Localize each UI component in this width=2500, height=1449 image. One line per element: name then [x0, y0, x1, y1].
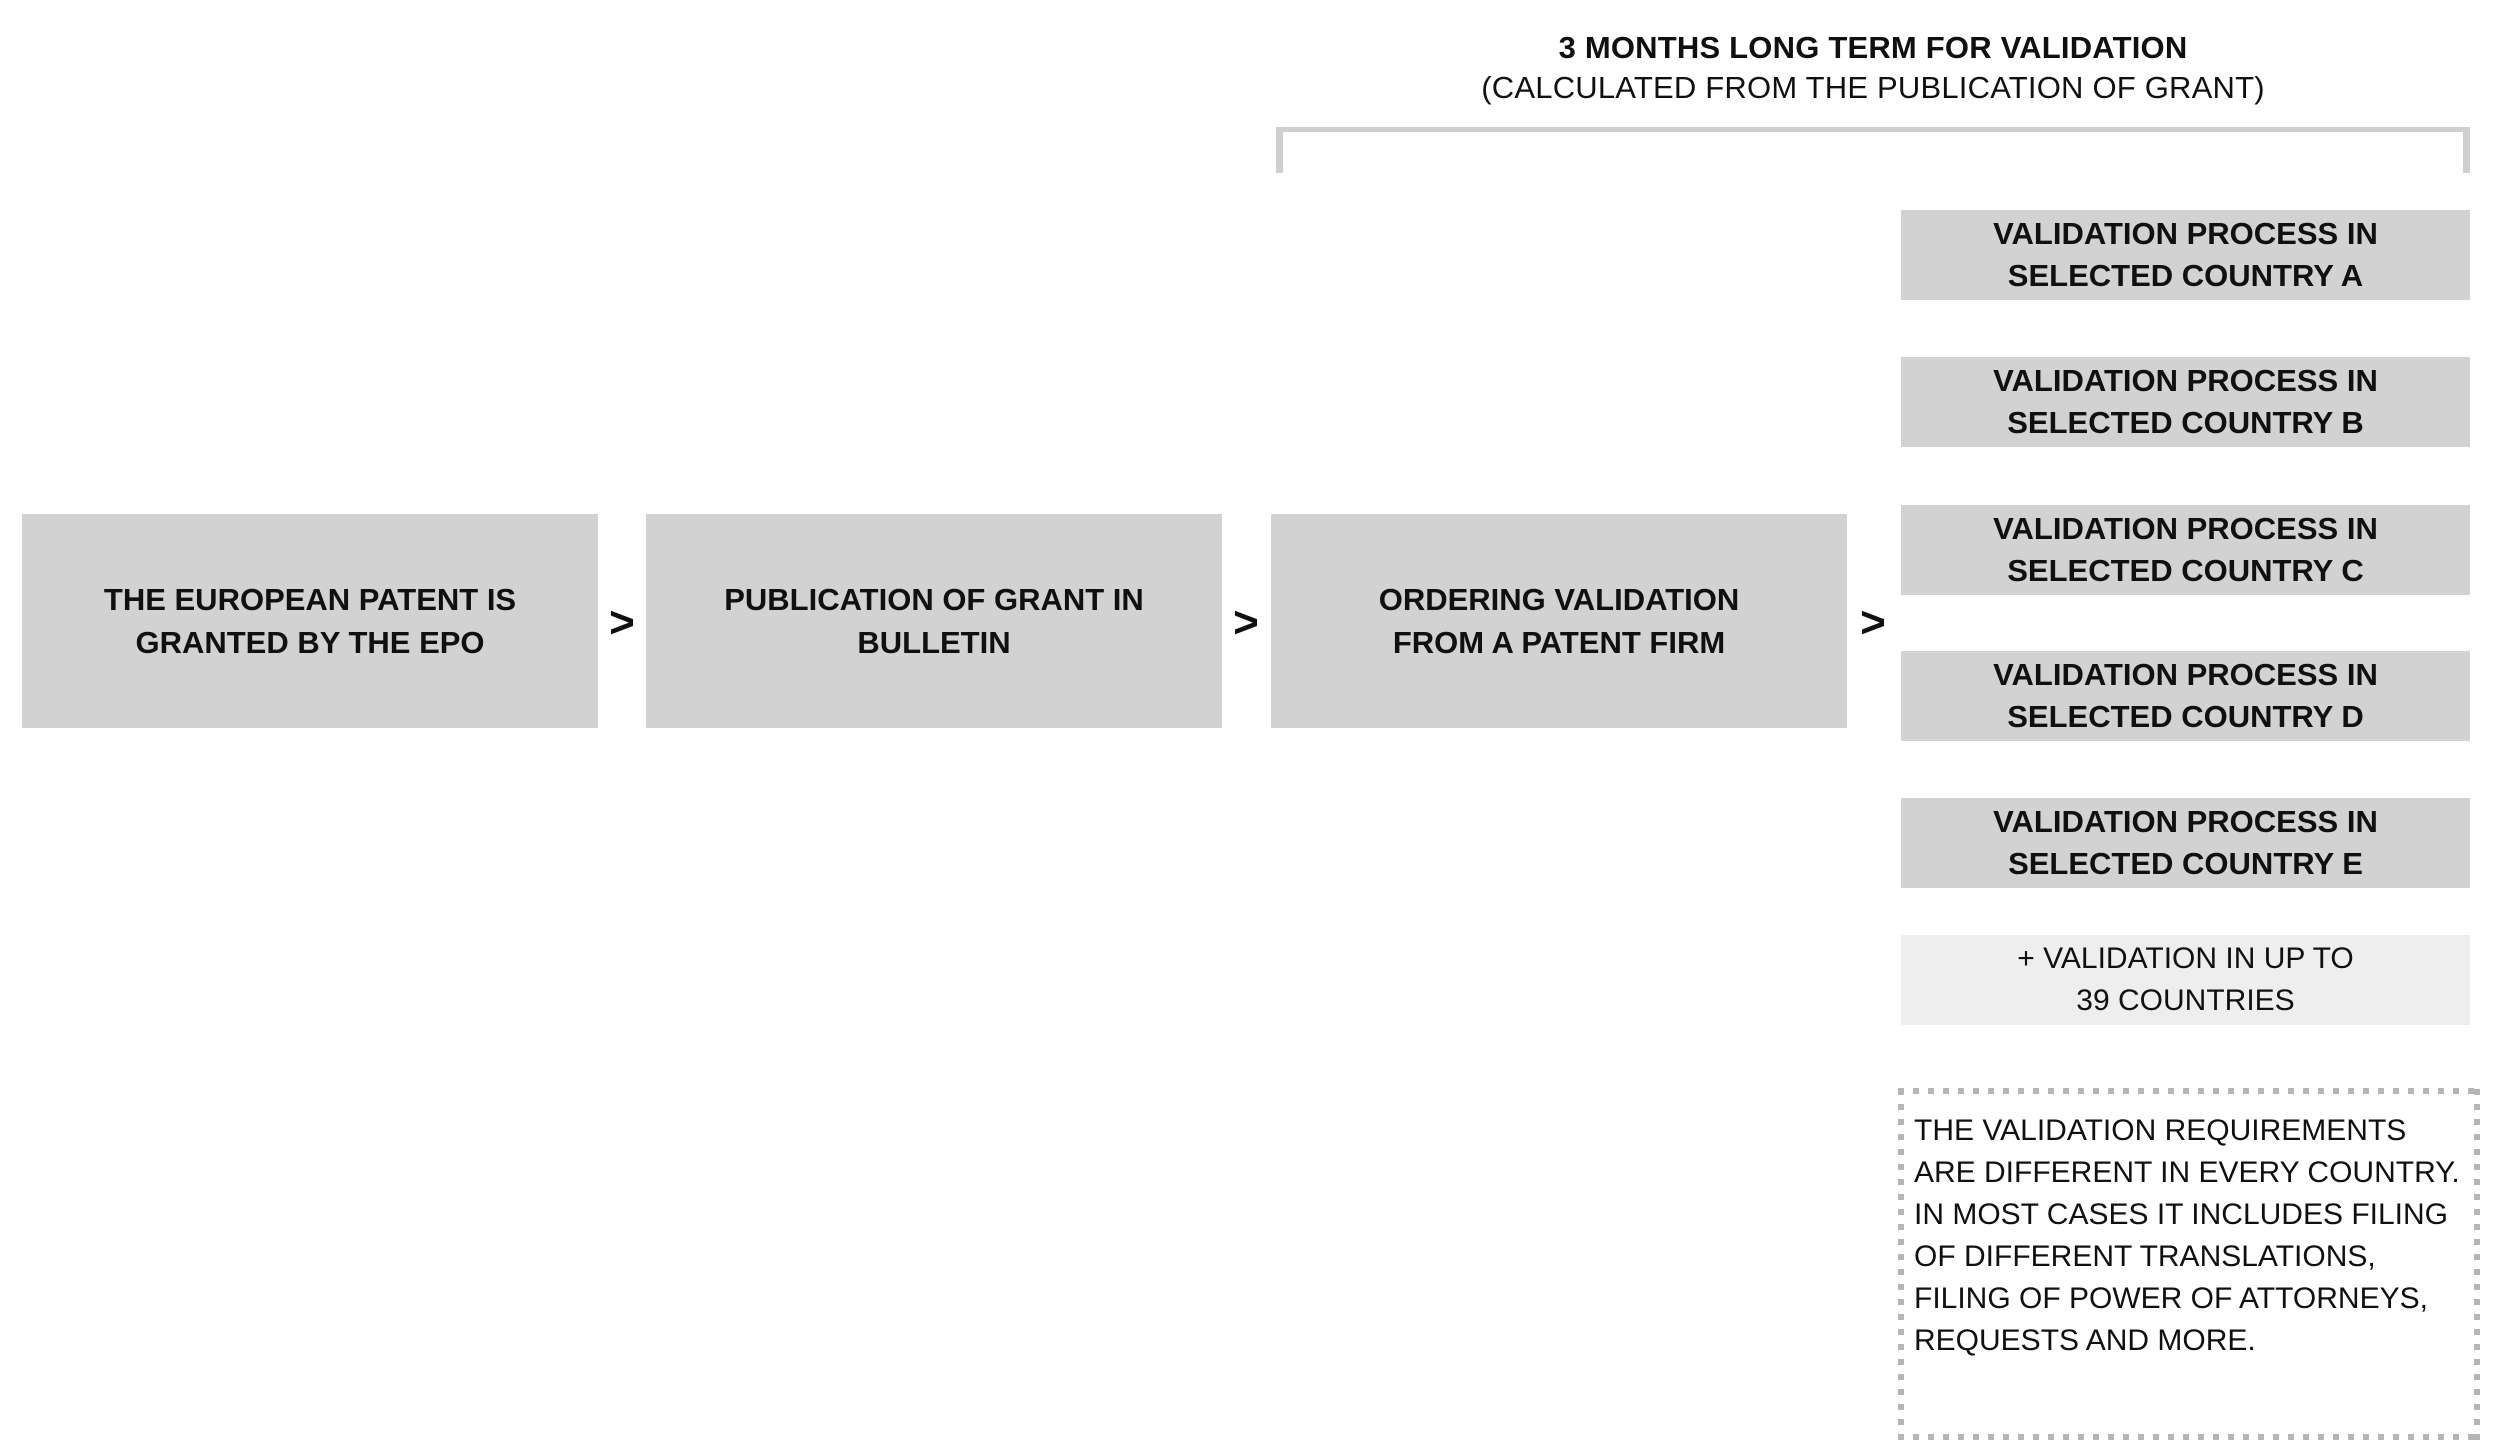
- flow-arrow-1: >: [609, 598, 635, 647]
- validation-box-label-line: VALIDATION PROCESS IN: [1993, 511, 2378, 546]
- validation-box-label-line: VALIDATION PROCESS IN: [1993, 657, 2378, 692]
- validation-box-label-line: SELECTED COUNTRY A: [2007, 258, 2364, 293]
- validation-box-country-d: VALIDATION PROCESS IN SELECTED COUNTRY D: [1901, 651, 2470, 741]
- step-label-line: GRANTED BY THE EPO: [135, 625, 485, 660]
- validation-requirements-note: THE VALIDATION REQUIREMENTS ARE DIFFEREN…: [1898, 1088, 2480, 1440]
- step-label-line: PUBLICATION OF GRANT IN: [724, 582, 1144, 617]
- validation-box-country-e: VALIDATION PROCESS IN SELECTED COUNTRY E: [1901, 798, 2470, 888]
- step-label-line: BULLETIN: [857, 625, 1011, 660]
- extra-validation-label-line: 39 COUNTRIES: [2076, 984, 2295, 1017]
- step-box-publication: PUBLICATION OF GRANT IN BULLETIN: [646, 514, 1222, 728]
- validation-box-label-line: VALIDATION PROCESS IN: [1993, 216, 2378, 251]
- validation-box-label-line: VALIDATION PROCESS IN: [1993, 804, 2378, 839]
- flow-arrow-2: >: [1233, 598, 1259, 647]
- timeline-bracket-bar: [1276, 127, 2470, 132]
- validation-box-country-a: VALIDATION PROCESS IN SELECTED COUNTRY A: [1901, 210, 2470, 300]
- timeline-title: 3 MONTHS LONG TERM FOR VALIDATION (CALCU…: [1276, 28, 2470, 108]
- timeline-bracket-right-leg: [2463, 127, 2470, 173]
- validation-box-label-line: SELECTED COUNTRY B: [2007, 405, 2364, 440]
- step-label-line: FROM A PATENT FIRM: [1392, 625, 1726, 660]
- step-box-epo-grant: THE EUROPEAN PATENT IS GRANTED BY THE EP…: [22, 514, 598, 728]
- extra-validation-box: + VALIDATION IN UP TO 39 COUNTRIES: [1901, 935, 2470, 1025]
- validation-requirements-note-text: THE VALIDATION REQUIREMENTS ARE DIFFEREN…: [1914, 1114, 2460, 1357]
- validation-box-country-b: VALIDATION PROCESS IN SELECTED COUNTRY B: [1901, 357, 2470, 447]
- validation-box-label-line: VALIDATION PROCESS IN: [1993, 363, 2378, 398]
- validation-box-label-line: SELECTED COUNTRY D: [2007, 699, 2364, 734]
- validation-box-label-line: SELECTED COUNTRY C: [2007, 553, 2364, 588]
- step-label-line: ORDERING VALIDATION: [1378, 582, 1740, 617]
- extra-validation-label-line: + VALIDATION IN UP TO: [2017, 942, 2354, 975]
- validation-box-country-c: VALIDATION PROCESS IN SELECTED COUNTRY C: [1901, 505, 2470, 595]
- flow-arrow-3: >: [1860, 598, 1886, 647]
- timeline-title-line1: 3 MONTHS LONG TERM FOR VALIDATION: [1558, 30, 2188, 65]
- step-box-ordering-validation: ORDERING VALIDATION FROM A PATENT FIRM: [1271, 514, 1847, 728]
- validation-box-label-line: SELECTED COUNTRY E: [2008, 846, 2363, 881]
- step-label-line: THE EUROPEAN PATENT IS: [103, 582, 517, 617]
- timeline-title-line2: (CALCULATED FROM THE PUBLICATION OF GRAN…: [1481, 70, 2265, 105]
- timeline-bracket-left-leg: [1276, 127, 1283, 173]
